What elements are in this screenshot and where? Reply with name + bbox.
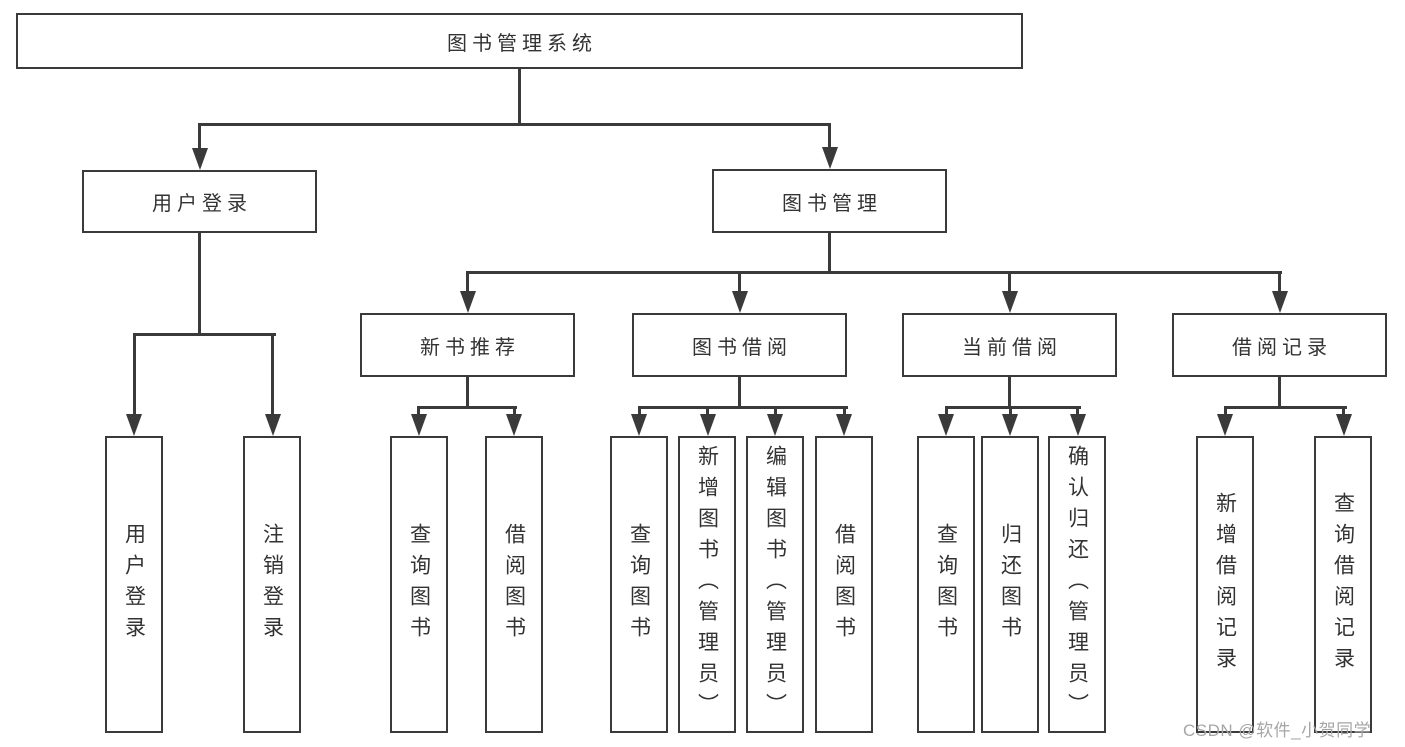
leaf-query-books-current-label: 查询图书	[934, 522, 958, 647]
connector-line	[132, 333, 136, 418]
connector-line	[1076, 406, 1079, 418]
node-user-login-label: 用户登录	[152, 193, 252, 215]
leaf-query-borrow-record-label: 查询借阅记录	[1331, 491, 1355, 678]
leaf-query-books-current: 查询图书	[917, 436, 975, 733]
connector-line	[1223, 406, 1227, 418]
node-borrow-records: 借阅记录	[1172, 313, 1387, 377]
connector-line	[466, 271, 469, 295]
connector-line	[637, 406, 641, 418]
node-book-borrowing-label: 图书借阅	[692, 336, 792, 359]
leaf-query-books-borrowing: 查询图书	[610, 436, 668, 733]
arrowhead-down-icon	[126, 414, 142, 436]
node-library-system: 图书管理系统	[16, 13, 1023, 69]
connector-line	[773, 406, 777, 418]
connector-line	[1278, 271, 1281, 295]
arrowhead-down-icon	[264, 414, 281, 436]
leaf-borrow-books: 借阅图书	[815, 436, 873, 733]
csdn-watermark: CSDN @软件_小贺同学	[1183, 721, 1372, 740]
connector-line	[466, 377, 469, 409]
leaf-edit-book-admin-label: 编辑图书（管理员）	[763, 445, 787, 724]
connector-line	[1342, 406, 1345, 418]
leaf-query-borrow-record: 查询借阅记录	[1314, 436, 1372, 733]
arrowhead-down-icon	[699, 414, 716, 436]
connector-line	[738, 377, 741, 409]
connector-line	[1278, 377, 1281, 409]
leaf-confirm-return-admin: 确认归还（管理员）	[1048, 436, 1106, 733]
connector-line	[198, 123, 831, 126]
leaf-query-books-recommend: 查询图书	[390, 436, 448, 733]
node-current-borrowing: 当前借阅	[902, 313, 1117, 377]
connector-line	[271, 333, 274, 418]
connector-line	[944, 406, 1081, 409]
arrowhead-down-icon	[1271, 291, 1288, 313]
leaf-logout: 注销登录	[243, 436, 301, 733]
connector-line	[517, 69, 521, 126]
node-new-book-recommend-label: 新书推荐	[420, 336, 520, 359]
arrowhead-down-icon	[836, 414, 852, 436]
node-user-login: 用户登录	[82, 170, 317, 233]
arrowhead-down-icon	[767, 414, 783, 436]
node-library-system-label: 图书管理系统	[447, 32, 597, 55]
arrowhead-down-icon	[1002, 414, 1018, 436]
connector-line	[828, 233, 831, 274]
connector-line	[417, 406, 517, 409]
connector-line	[842, 406, 846, 418]
connector-line	[132, 333, 276, 336]
connector-line	[1008, 406, 1012, 418]
arrowhead-down-icon	[938, 414, 954, 436]
arrowhead-down-icon	[731, 291, 748, 313]
connector-line	[466, 271, 1282, 274]
leaf-query-books-borrowing-label: 查询图书	[627, 522, 651, 647]
connector-line	[198, 233, 201, 336]
connector-line	[828, 123, 831, 150]
leaf-borrow-books-recommend: 借阅图书	[485, 436, 543, 733]
connector-line	[1223, 406, 1347, 409]
arrowhead-down-icon	[1069, 414, 1086, 436]
leaf-return-books: 归还图书	[981, 436, 1039, 733]
connector-line	[637, 406, 848, 409]
leaf-edit-book-admin: 编辑图书（管理员）	[746, 436, 804, 733]
arrowhead-down-icon	[459, 291, 476, 313]
leaf-borrow-books-label: 借阅图书	[832, 522, 856, 647]
leaf-borrow-books-recommend-label: 借阅图书	[502, 522, 526, 647]
connector-line	[512, 406, 516, 418]
leaf-add-book-admin: 新增图书（管理员）	[678, 436, 736, 733]
arrowhead-down-icon	[1335, 414, 1352, 436]
connector-line	[738, 271, 741, 295]
connector-line	[944, 406, 948, 418]
node-book-management: 图书管理	[712, 169, 947, 233]
connector-line	[1008, 377, 1011, 409]
arrowhead-down-icon	[410, 414, 427, 436]
node-book-borrowing: 图书借阅	[632, 313, 847, 377]
arrowhead-down-icon	[821, 147, 838, 169]
leaf-user-login-label: 用户登录	[122, 522, 146, 647]
leaf-query-books-recommend-label: 查询图书	[407, 522, 431, 647]
leaf-user-login: 用户登录	[105, 436, 163, 733]
leaf-add-book-admin-label: 新增图书（管理员）	[695, 445, 719, 724]
leaf-return-books-label: 归还图书	[998, 522, 1022, 647]
connector-line	[198, 123, 201, 151]
leaf-add-borrow-record: 新增借阅记录	[1196, 436, 1254, 733]
leaf-logout-label: 注销登录	[260, 522, 284, 647]
connector-line	[1008, 271, 1011, 295]
leaf-confirm-return-admin-label: 确认归还（管理员）	[1065, 445, 1089, 724]
node-new-book-recommend: 新书推荐	[360, 313, 575, 377]
connector-line	[706, 406, 709, 418]
node-book-management-label: 图书管理	[782, 192, 882, 215]
arrowhead-down-icon	[506, 414, 522, 436]
leaf-add-borrow-record-label: 新增借阅记录	[1213, 491, 1237, 678]
arrowhead-down-icon	[631, 414, 647, 436]
node-borrow-records-label: 借阅记录	[1232, 336, 1332, 359]
arrowhead-down-icon	[1217, 414, 1233, 436]
arrowhead-down-icon	[191, 148, 208, 170]
connector-line	[417, 406, 420, 418]
node-current-borrowing-label: 当前借阅	[962, 336, 1062, 359]
arrowhead-down-icon	[1001, 291, 1018, 313]
